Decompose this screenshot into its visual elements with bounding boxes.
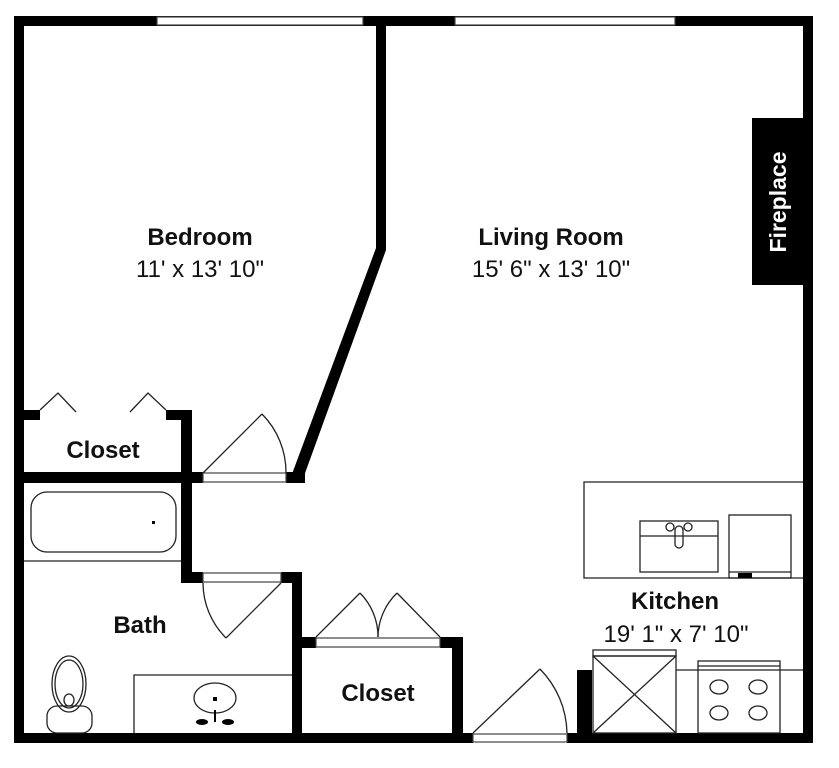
bath-label: Bath: [113, 612, 166, 639]
exterior-walls: [14, 16, 813, 743]
bedroom-label: Bedroom: [147, 224, 252, 251]
bath-door[interactable]: [202, 572, 282, 639]
fireplace: Fireplace: [752, 118, 804, 285]
kitchen-dimensions: 19' 1" x 7' 10": [604, 621, 749, 648]
bedroom-door[interactable]: [202, 413, 287, 483]
bedroom-closet-doors[interactable]: [39, 392, 167, 413]
bath-vanity: [133, 674, 292, 733]
bathtub: [24, 491, 181, 562]
kitchen-label: Kitchen: [631, 588, 719, 615]
refrigerator: [592, 649, 677, 734]
toilet: [46, 655, 93, 734]
living-room-label: Living Room: [478, 224, 623, 251]
bedroom-dimensions: 11' x 13' 10": [136, 256, 264, 283]
dishwasher: [728, 514, 792, 579]
interior-walls: [14, 16, 592, 743]
hall-closet-doors[interactable]: [315, 592, 441, 648]
fireplace-label: Fireplace: [765, 152, 791, 253]
bedroom-window: [156, 16, 364, 26]
stove: [697, 660, 781, 734]
living-room-window: [454, 16, 676, 26]
bedroom-closet-label: Closet: [66, 437, 139, 464]
kitchen-counter: [583, 481, 803, 579]
entry-door[interactable]: [472, 668, 568, 743]
hall-closet-label: Closet: [341, 680, 414, 707]
living-room-dimensions: 15' 6" x 13' 10": [472, 256, 630, 283]
